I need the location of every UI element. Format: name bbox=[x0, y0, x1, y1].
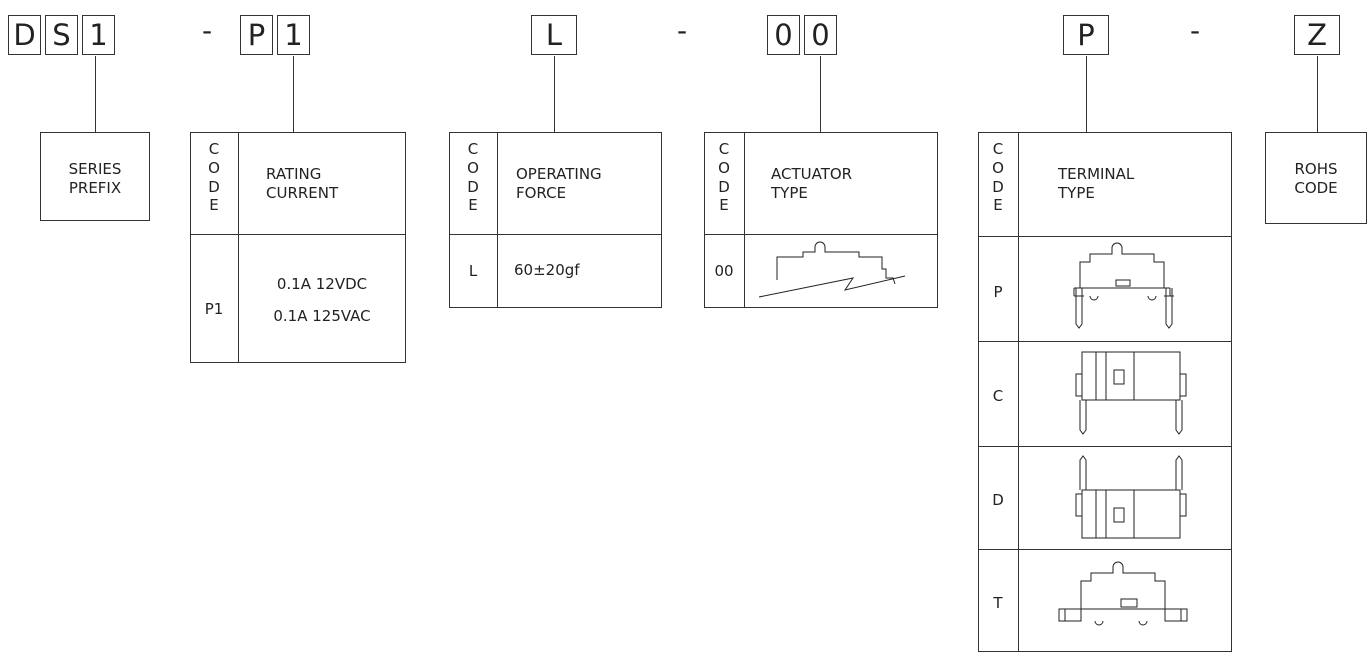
code-letter: O bbox=[467, 158, 479, 177]
code-letter: O bbox=[718, 158, 730, 177]
connector-line-actuator bbox=[820, 56, 821, 132]
part-char-Z: Z bbox=[1294, 15, 1340, 55]
code-letter: D bbox=[208, 177, 220, 196]
connector-line-terminal bbox=[1086, 56, 1087, 132]
code-letter: E bbox=[209, 196, 219, 215]
actuator-code-header: C O D E bbox=[704, 140, 744, 215]
rating-value-ac: 0.1A 125VAC bbox=[273, 307, 371, 325]
code-letter: D bbox=[718, 177, 730, 196]
code-letter: D bbox=[467, 177, 479, 196]
separator-dash-1: - bbox=[202, 14, 213, 47]
terminal-divider-h1 bbox=[978, 236, 1232, 237]
terminal-header-line-2: TYPE bbox=[1058, 183, 1095, 202]
rating-divider-h bbox=[190, 234, 406, 235]
force-header-line-1: OPERATING bbox=[516, 165, 602, 183]
part-char-P2: P bbox=[1063, 15, 1109, 55]
part-char-0b: 0 bbox=[804, 15, 837, 55]
rating-value-dc: 0.1A 12VDC bbox=[276, 275, 368, 293]
actuator-code-00: 00 bbox=[714, 262, 734, 280]
code-letter: O bbox=[992, 158, 1004, 177]
part-char-1: 1 bbox=[82, 15, 115, 55]
rating-header-line-2: CURRENT bbox=[266, 183, 339, 202]
code-letter: C bbox=[992, 140, 1004, 158]
terminal-divider-h4 bbox=[978, 549, 1232, 550]
rating-divider-v bbox=[238, 132, 239, 363]
terminal-t-drawing bbox=[1058, 561, 1188, 626]
code-letter: D bbox=[992, 177, 1004, 196]
terminal-code-D: D bbox=[992, 491, 1004, 509]
force-code-header: C O D E bbox=[449, 140, 497, 215]
actuator-type-table bbox=[704, 132, 938, 308]
rating-header-line-1: RATING bbox=[266, 165, 322, 183]
terminal-type-table bbox=[978, 132, 1232, 652]
force-code-L: L bbox=[468, 262, 478, 280]
code-letter: E bbox=[719, 196, 729, 215]
terminal-divider-h3 bbox=[978, 446, 1232, 447]
terminal-c-drawing bbox=[1075, 351, 1187, 435]
terminal-d-drawing bbox=[1075, 455, 1187, 539]
series-label-line-1: SERIES bbox=[68, 160, 122, 178]
code-letter: C bbox=[467, 140, 479, 158]
terminal-p-drawing bbox=[1073, 242, 1174, 329]
part-char-D: D bbox=[8, 15, 41, 55]
rating-header: RATING CURRENT bbox=[266, 165, 338, 203]
rohs-label-line-1: ROHS bbox=[1294, 160, 1338, 178]
terminal-code-header: C O D E bbox=[978, 140, 1018, 215]
separator-dash-2: - bbox=[677, 14, 688, 47]
terminal-header-line-1: TERMINAL bbox=[1058, 165, 1135, 183]
actuator-divider-v bbox=[744, 132, 745, 308]
connector-line-rohs bbox=[1317, 56, 1318, 132]
terminal-divider-h2 bbox=[978, 341, 1232, 342]
code-letter: E bbox=[993, 196, 1003, 215]
rating-current-table bbox=[190, 132, 406, 363]
code-letter: C bbox=[718, 140, 730, 158]
rating-values: 0.1A 12VDC 0.1A 125VAC bbox=[238, 268, 406, 332]
code-letter: E bbox=[468, 196, 478, 215]
terminal-code-P: P bbox=[993, 283, 1003, 301]
rating-code-header: C O D E bbox=[190, 140, 238, 215]
connector-line-force bbox=[554, 56, 555, 132]
force-value: 60±20gf bbox=[514, 261, 580, 279]
series-prefix-label: SERIES PREFIX bbox=[40, 160, 150, 198]
rohs-code-box bbox=[1265, 132, 1367, 224]
actuator-header: ACTUATOR TYPE bbox=[771, 165, 852, 203]
actuator-lever-drawing bbox=[758, 241, 906, 298]
rating-code-P1: P1 bbox=[204, 300, 224, 318]
terminal-code-C: C bbox=[992, 387, 1004, 405]
actuator-header-line-2: TYPE bbox=[771, 183, 808, 202]
rohs-label-line-2: CODE bbox=[1294, 178, 1338, 197]
part-char-L: L bbox=[531, 15, 577, 55]
terminal-code-T: T bbox=[993, 594, 1003, 612]
part-char-P: P bbox=[240, 15, 273, 55]
code-letter: C bbox=[208, 140, 220, 158]
terminal-header: TERMINAL TYPE bbox=[1058, 165, 1134, 203]
force-header: OPERATING FORCE bbox=[516, 165, 602, 203]
actuator-header-line-1: ACTUATOR bbox=[771, 165, 853, 183]
series-prefix-box bbox=[40, 132, 150, 221]
separator-dash-3: - bbox=[1190, 14, 1201, 47]
code-letter: O bbox=[208, 158, 220, 177]
actuator-divider-h bbox=[704, 234, 938, 235]
connector-line-series bbox=[95, 56, 96, 132]
part-char-1b: 1 bbox=[277, 15, 310, 55]
series-label-line-2: PREFIX bbox=[68, 178, 122, 197]
part-char-S: S bbox=[45, 15, 78, 55]
operating-force-table bbox=[449, 132, 662, 308]
force-header-line-2: FORCE bbox=[516, 183, 567, 202]
terminal-divider-v bbox=[1018, 132, 1019, 652]
rohs-label: ROHS CODE bbox=[1265, 160, 1367, 198]
force-divider-v bbox=[497, 132, 498, 308]
connector-line-rating bbox=[293, 56, 294, 132]
part-char-0a: 0 bbox=[767, 15, 800, 55]
force-divider-h bbox=[449, 234, 662, 235]
